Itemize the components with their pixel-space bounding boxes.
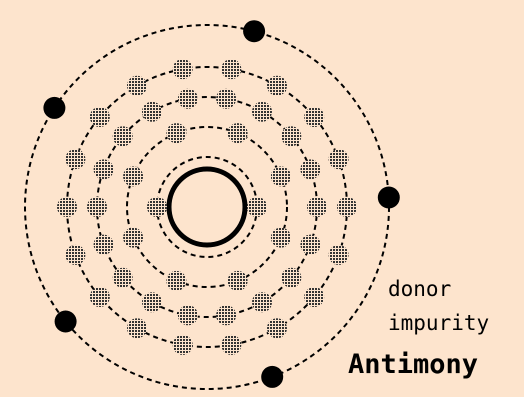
inner-electron (123, 166, 143, 186)
impurity-label: impurity (388, 311, 489, 335)
electron-shell-4 (67, 67, 347, 347)
inner-electron (147, 197, 167, 217)
inner-electron (94, 235, 114, 255)
nucleus (169, 169, 245, 245)
inner-electron (304, 107, 324, 127)
inner-electron (216, 89, 236, 109)
inner-electron (307, 197, 327, 217)
inner-electron (271, 166, 291, 186)
inner-electron (127, 318, 147, 338)
valence-electron (261, 366, 283, 388)
inner-electron (252, 292, 272, 312)
inner-electron (90, 287, 110, 307)
inner-electron (329, 245, 349, 265)
inner-electron (173, 335, 193, 355)
inner-electron (127, 76, 147, 96)
inner-electron (178, 89, 198, 109)
valence-electron (243, 20, 265, 42)
inner-electron (228, 123, 248, 143)
inner-electron (228, 271, 248, 291)
inner-electron (281, 126, 301, 146)
inner-electron (216, 305, 236, 325)
inner-electron (300, 235, 320, 255)
inner-electron (94, 159, 114, 179)
electron-shell-1 (157, 157, 257, 257)
inner-electron (267, 318, 287, 338)
inner-electron (113, 126, 133, 146)
inner-electron (329, 149, 349, 169)
valence-electron (55, 311, 77, 333)
inner-electron (142, 102, 162, 122)
inner-electron (221, 335, 241, 355)
valence-electron (378, 187, 400, 209)
inner-electron (166, 123, 186, 143)
inner-electron (57, 197, 77, 217)
inner-electron (271, 228, 291, 248)
inner-electron (173, 59, 193, 79)
inner-electron (123, 228, 143, 248)
inner-electron (166, 271, 186, 291)
inner-electron (221, 59, 241, 79)
inner-electron (142, 292, 162, 312)
inner-electron (304, 287, 324, 307)
inner-electron (113, 268, 133, 288)
inner-electron (281, 268, 301, 288)
element-name-label: Antimony (348, 349, 478, 380)
electron-shell-5 (25, 25, 389, 389)
inner-electron (267, 76, 287, 96)
inner-electron (337, 197, 357, 217)
inner-electron (252, 102, 272, 122)
inner-electron (65, 149, 85, 169)
valence-electron (43, 97, 65, 119)
inner-electron (87, 197, 107, 217)
inner-electron (65, 245, 85, 265)
inner-electron (247, 197, 267, 217)
donor-label: donor (388, 277, 451, 301)
inner-electron (90, 107, 110, 127)
inner-electron (300, 159, 320, 179)
inner-electron (178, 305, 198, 325)
